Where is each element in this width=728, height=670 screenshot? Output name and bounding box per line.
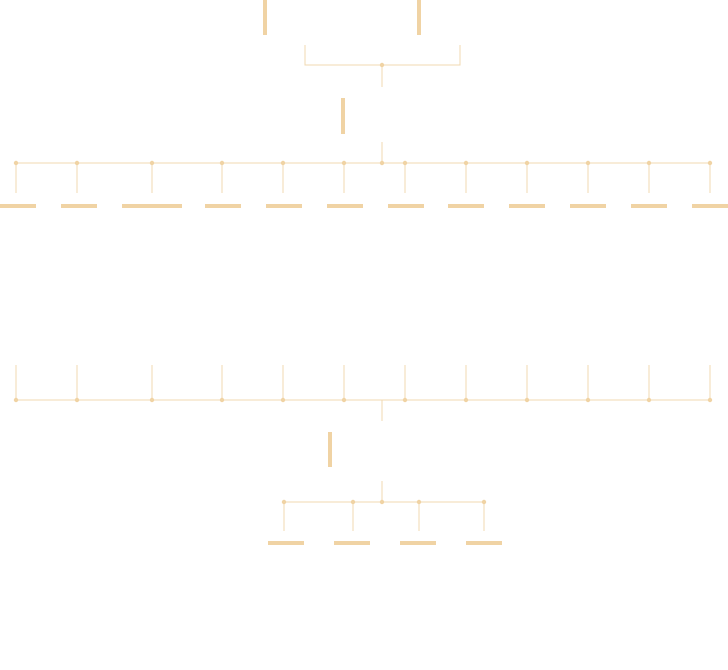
lower-row-dot-8 (463, 397, 469, 403)
upper-row-dot-2 (74, 160, 80, 166)
top-pair-node-1 (263, 0, 267, 35)
upper-hub-node (341, 98, 345, 134)
upper-row-dot-7 (402, 160, 408, 166)
lower-row-dot-11 (646, 397, 652, 403)
upper-row-dot-1 (13, 160, 19, 166)
lower-row-dot-12 (707, 397, 713, 403)
bottom-group-branches (268, 499, 502, 545)
upper-row-dot-8 (463, 160, 469, 166)
lower-row-dot-10 (585, 397, 591, 403)
top-pair-group (263, 0, 461, 87)
lower-row-dot-3 (149, 397, 155, 403)
upper-row-dot-3 (149, 160, 155, 166)
lower-row-dot-4 (219, 397, 225, 403)
upper-row-dot-10 (585, 160, 591, 166)
bottom-group-dot-2 (350, 499, 356, 505)
lower-row-dot-5 (280, 397, 286, 403)
upper-row-dot-6 (341, 160, 347, 166)
upper-row-node-1 (0, 204, 36, 208)
upper-row-dot-11 (646, 160, 652, 166)
upper-row-dot-12 (707, 160, 713, 166)
bottom-group-node-1 (268, 541, 304, 545)
upper-row-node-4 (205, 204, 241, 208)
bottom-group-junction-dot (379, 499, 385, 505)
bottom-group-dot-1 (281, 499, 287, 505)
upper-row-node-3 (122, 204, 182, 208)
lower-row-dot-2 (74, 397, 80, 403)
top-pair-bracket (304, 45, 461, 66)
upper-row-node-9 (509, 204, 545, 208)
upper-row-group (0, 142, 728, 208)
lower-row-dot-1 (13, 397, 19, 403)
upper-row-node-7 (388, 204, 424, 208)
upper-row-node-5 (266, 204, 302, 208)
bottom-group (268, 481, 502, 545)
upper-row-dot-9 (524, 160, 530, 166)
upper-row-node-8 (448, 204, 484, 208)
upper-row-node-6 (327, 204, 363, 208)
lower-row-group (13, 365, 713, 421)
top-pair-junction-dot (379, 62, 385, 68)
bottom-group-node-2 (334, 541, 370, 545)
lower-row-dot-7 (402, 397, 408, 403)
upper-row-junction-dot (379, 160, 385, 166)
lower-row-dot-6 (341, 397, 347, 403)
upper-row-node-2 (61, 204, 97, 208)
bottom-group-dot-4 (481, 499, 487, 505)
bottom-group-node-3 (400, 541, 436, 545)
upper-row-node-10 (570, 204, 606, 208)
upper-row-branches (0, 160, 728, 208)
bottom-group-node-4 (466, 541, 502, 545)
lower-row-dot-9 (524, 397, 530, 403)
upper-row-dot-4 (219, 160, 225, 166)
upper-row-dot-5 (280, 160, 286, 166)
upper-row-node-12 (692, 204, 728, 208)
upper-row-node-11 (631, 204, 667, 208)
bottom-group-dot-3 (416, 499, 422, 505)
top-pair-node-2 (417, 0, 421, 35)
lower-hub-node (328, 432, 332, 467)
lower-row-branches (13, 365, 713, 403)
